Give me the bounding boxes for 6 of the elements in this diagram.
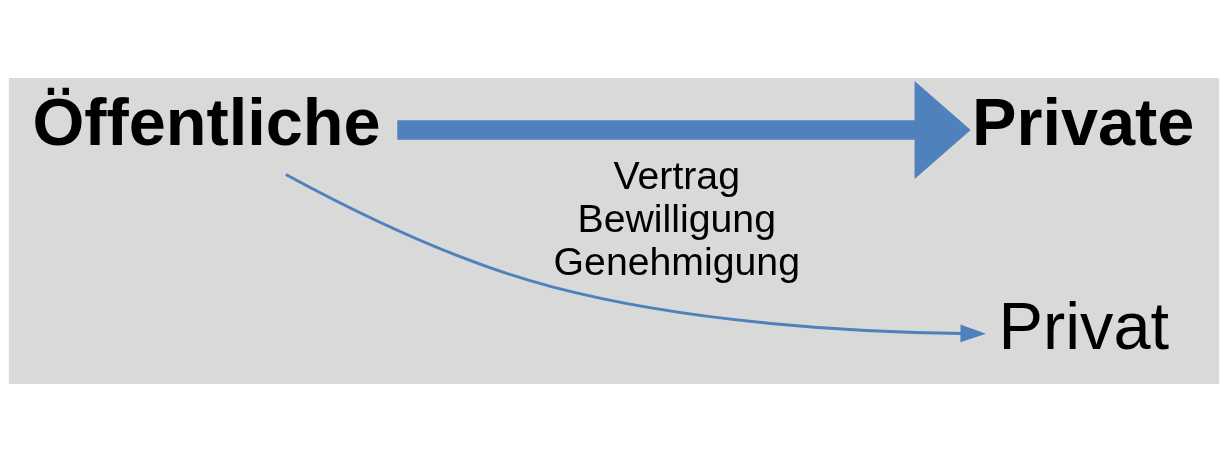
node-text: Öffentliche [32, 85, 381, 160]
node-text: Private [971, 85, 1195, 160]
node-text: Privat [998, 289, 1170, 364]
edge-label: Vertrag Bewilligung Genehmigung [553, 152, 800, 284]
arrow [397, 80, 971, 180]
arrow [285, 173, 986, 343]
